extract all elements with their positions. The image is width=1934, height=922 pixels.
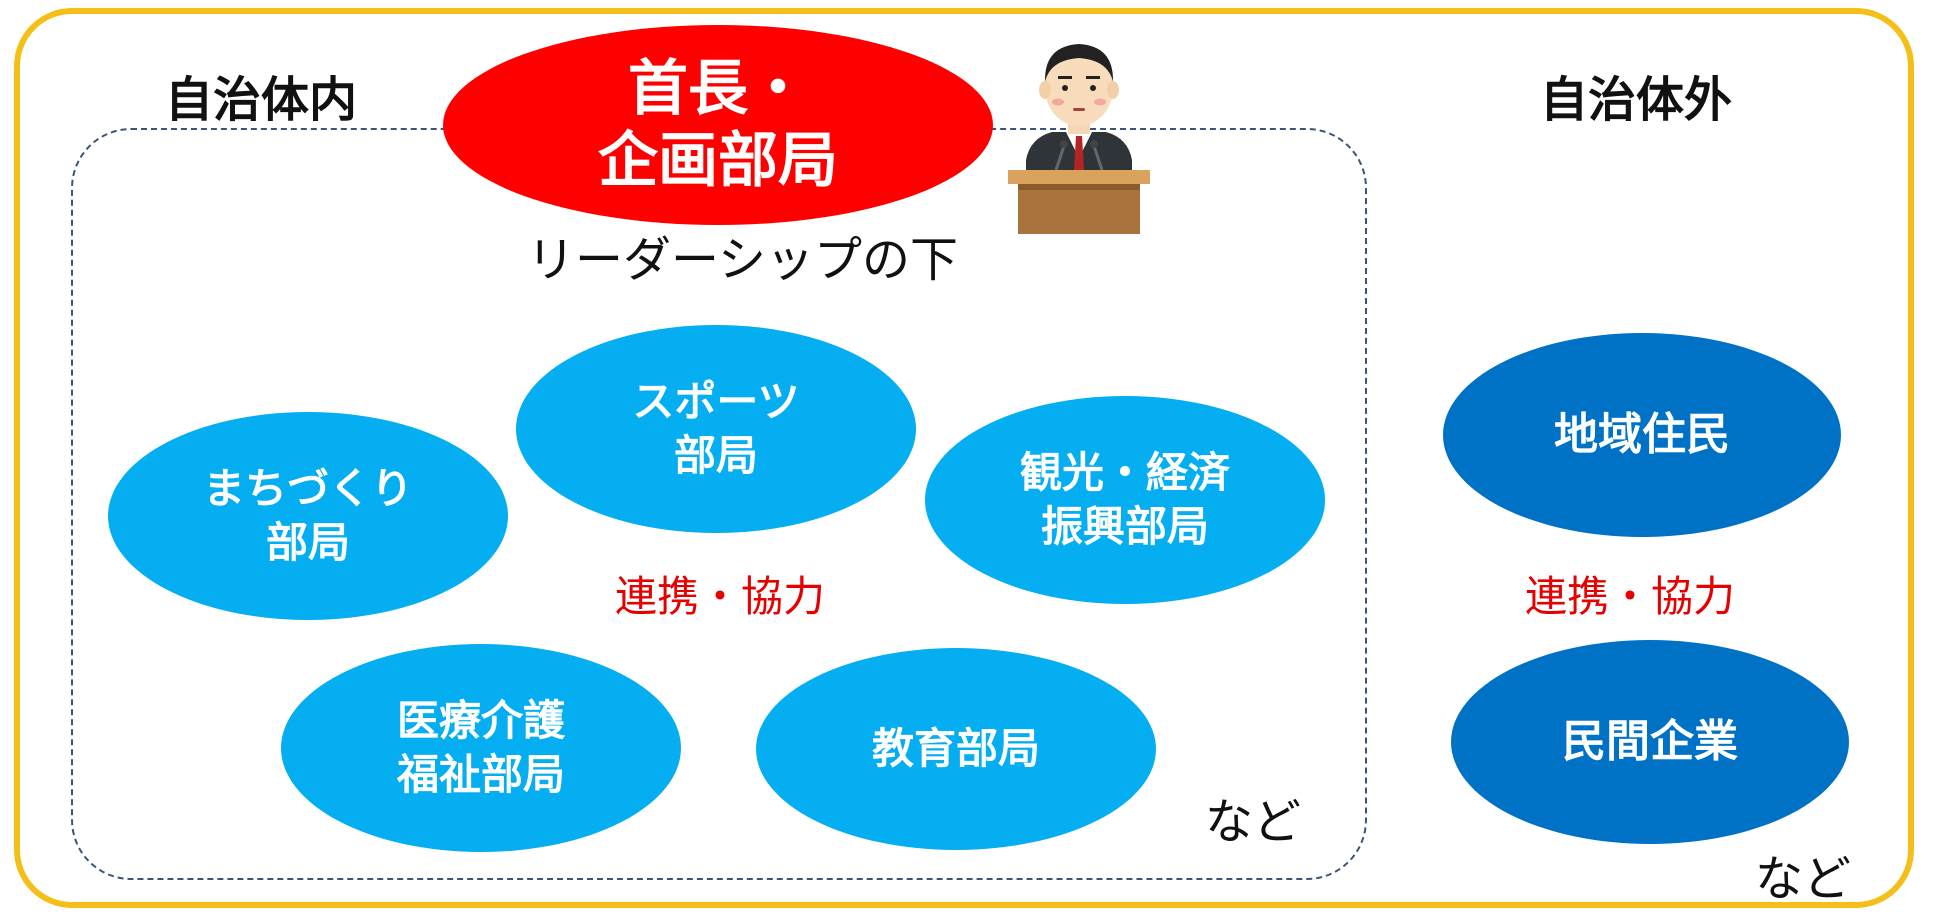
external-private-companies: 民間企業 <box>1451 640 1849 844</box>
dept-medical-welfare: 医療介護 福祉部局 <box>281 644 681 852</box>
dept-tourism-economy: 観光・経済 振興部局 <box>925 396 1325 604</box>
external-residents: 地域住民 <box>1443 333 1841 537</box>
outside-label: 自治体外 <box>1540 72 1733 128</box>
leader-caption: リーダーシップの下 <box>527 232 959 288</box>
leader-ellipse: 首長・ 企画部局 <box>443 25 993 225</box>
dept-sports: スポーツ 部局 <box>516 325 916 533</box>
etc-inside: など <box>1205 794 1302 850</box>
cooperation-inside: 連携・協力 <box>615 572 826 621</box>
dept-education-line1: 教育部局 <box>871 724 1040 774</box>
dept-tourism-economy-line2: 振興部局 <box>1040 502 1209 551</box>
leader-line1: 首長・ <box>628 54 808 124</box>
dept-tourism-economy-line1: 観光・経済 <box>1019 448 1230 498</box>
leader-line2: 企画部局 <box>598 126 838 196</box>
inside-label: 自治体内 <box>165 72 358 128</box>
cooperation-outside: 連携・協力 <box>1525 572 1736 621</box>
dept-sports-line2: 部局 <box>673 431 758 480</box>
dept-town-planning: まちづくり 部局 <box>108 412 508 620</box>
dept-town-planning-line1: まちづくり <box>202 464 413 514</box>
dept-medical-welfare-line2: 福祉部局 <box>396 750 565 799</box>
politician-at-podium-icon <box>1008 44 1150 234</box>
dept-sports-line1: スポーツ <box>632 377 800 427</box>
outer-frame <box>14 8 1914 908</box>
external-private-companies-line1: 民間企業 <box>1562 715 1738 767</box>
dept-education: 教育部局 <box>756 648 1156 850</box>
dept-medical-welfare-line1: 医療介護 <box>396 696 565 746</box>
external-residents-line1: 地域住民 <box>1554 408 1730 460</box>
dept-town-planning-line2: 部局 <box>265 518 350 567</box>
etc-outside: など <box>1755 851 1852 907</box>
